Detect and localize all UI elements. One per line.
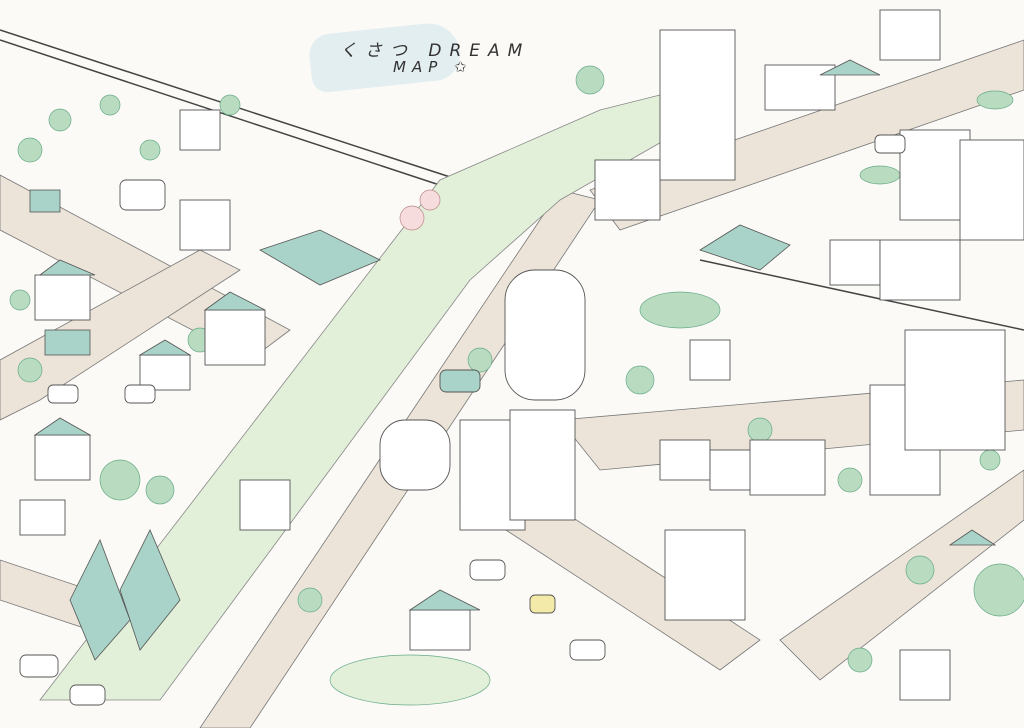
railway <box>0 29 1024 331</box>
pink-trees <box>399 189 441 231</box>
trees <box>9 65 1024 706</box>
vehicles <box>19 134 906 706</box>
title-line-1: くさつ DREAM <box>340 41 531 61</box>
title-line-2: MAP ✩ <box>393 58 473 76</box>
teal-roofs <box>29 59 997 661</box>
buildings <box>19 9 1024 701</box>
